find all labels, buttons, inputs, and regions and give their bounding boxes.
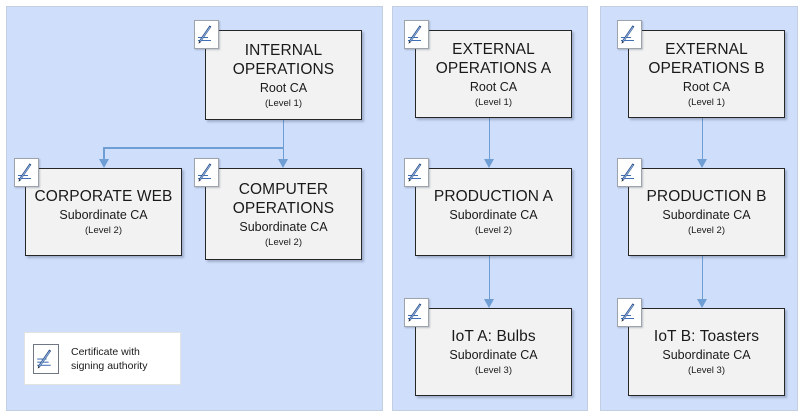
node-role: Root CA (469, 79, 518, 94)
node-production-a[interactable]: PRODUCTION A Subordinate CA (Level 2) (404, 158, 572, 256)
node-level: (Level 1) (475, 96, 512, 108)
node-title: EXTERNAL OPERATIONS A (435, 40, 552, 77)
legend-label-line2: signing authority (71, 359, 148, 372)
connector-to-corporate-web (103, 147, 105, 161)
node-title: CORPORATE WEB (34, 188, 173, 205)
arrow-to-computer-operations (278, 159, 288, 168)
node-role: Root CA (682, 79, 731, 94)
node-production-b[interactable]: PRODUCTION B Subordinate CA (Level 2) (617, 158, 785, 256)
connector-production-b-to-iot-b (701, 256, 704, 301)
certificate-signing-icon (194, 20, 219, 49)
connector-internal-root-stem (282, 119, 285, 148)
node-computer-operations[interactable]: COMPUTER OPERATIONS Subordinate CA (Leve… (194, 158, 362, 260)
legend-label-line1: Certificate with (71, 345, 140, 358)
node-title: PRODUCTION A (433, 188, 554, 205)
certificate-signing-icon (14, 158, 39, 187)
node-title: COMPUTER OPERATIONS (232, 180, 335, 217)
node-role: Subordinate CA (662, 348, 751, 362)
connector-to-computer-operations (282, 147, 285, 161)
node-role: Root CA (259, 80, 308, 95)
node-title: PRODUCTION B (646, 188, 767, 205)
certificate-signing-icon (617, 298, 642, 327)
connector-ext-a-root-to-production-a (488, 118, 491, 161)
certificate-signing-icon (194, 158, 219, 187)
node-title: EXTERNAL OPERATIONS B (648, 40, 765, 77)
node-level: (Level 2) (475, 225, 512, 236)
connector-internal-horizontal (103, 147, 284, 149)
node-iot-b-toasters[interactable]: IoT B: Toasters Subordinate CA (Level 3) (617, 298, 785, 396)
node-title: INTERNAL OPERATIONS (232, 41, 335, 78)
legend-box: Certificate with signing authority (24, 332, 181, 385)
certificate-signing-icon (617, 158, 642, 187)
arrow-to-iot-a (484, 299, 494, 308)
certificate-signing-icon (33, 343, 59, 374)
arrow-to-production-b (697, 159, 707, 168)
node-level: (Level 2) (688, 225, 725, 236)
node-level: (Level 3) (688, 365, 725, 376)
connector-production-a-to-iot-a (488, 256, 491, 301)
legend-label: Certificate with signing authority (71, 345, 147, 373)
node-level: (Level 2) (85, 225, 122, 236)
node-title: IoT B: Toasters (653, 328, 760, 345)
node-role: Subordinate CA (662, 208, 751, 222)
node-external-operations-b[interactable]: EXTERNAL OPERATIONS B Root CA (Level 1) (617, 20, 785, 118)
node-external-operations-a[interactable]: EXTERNAL OPERATIONS A Root CA (Level 1) (404, 20, 572, 118)
arrow-to-iot-b (697, 299, 707, 308)
node-role: Subordinate CA (449, 208, 538, 222)
node-level: (Level 3) (475, 365, 512, 376)
node-internal-operations[interactable]: INTERNAL OPERATIONS Root CA (Level 1) (194, 20, 362, 120)
certificate-signing-icon (404, 298, 429, 327)
node-role: Subordinate CA (239, 219, 328, 234)
node-title: IoT A: Bulbs (451, 328, 536, 345)
node-iot-a-bulbs[interactable]: IoT A: Bulbs Subordinate CA (Level 3) (404, 298, 572, 396)
arrow-to-production-a (484, 159, 494, 168)
arrow-to-corporate-web (98, 159, 109, 168)
certificate-signing-icon (404, 20, 429, 49)
node-corporate-web[interactable]: CORPORATE WEB Subordinate CA (Level 2) (14, 158, 182, 256)
node-role: Subordinate CA (449, 348, 538, 362)
certificate-signing-icon (617, 20, 642, 49)
node-level: (Level 2) (265, 236, 302, 248)
node-level: (Level 1) (688, 96, 725, 108)
certificate-signing-icon (404, 158, 429, 187)
connector-ext-b-root-to-production-b (701, 118, 704, 161)
node-role: Subordinate CA (59, 208, 148, 222)
node-level: (Level 1) (265, 97, 302, 109)
